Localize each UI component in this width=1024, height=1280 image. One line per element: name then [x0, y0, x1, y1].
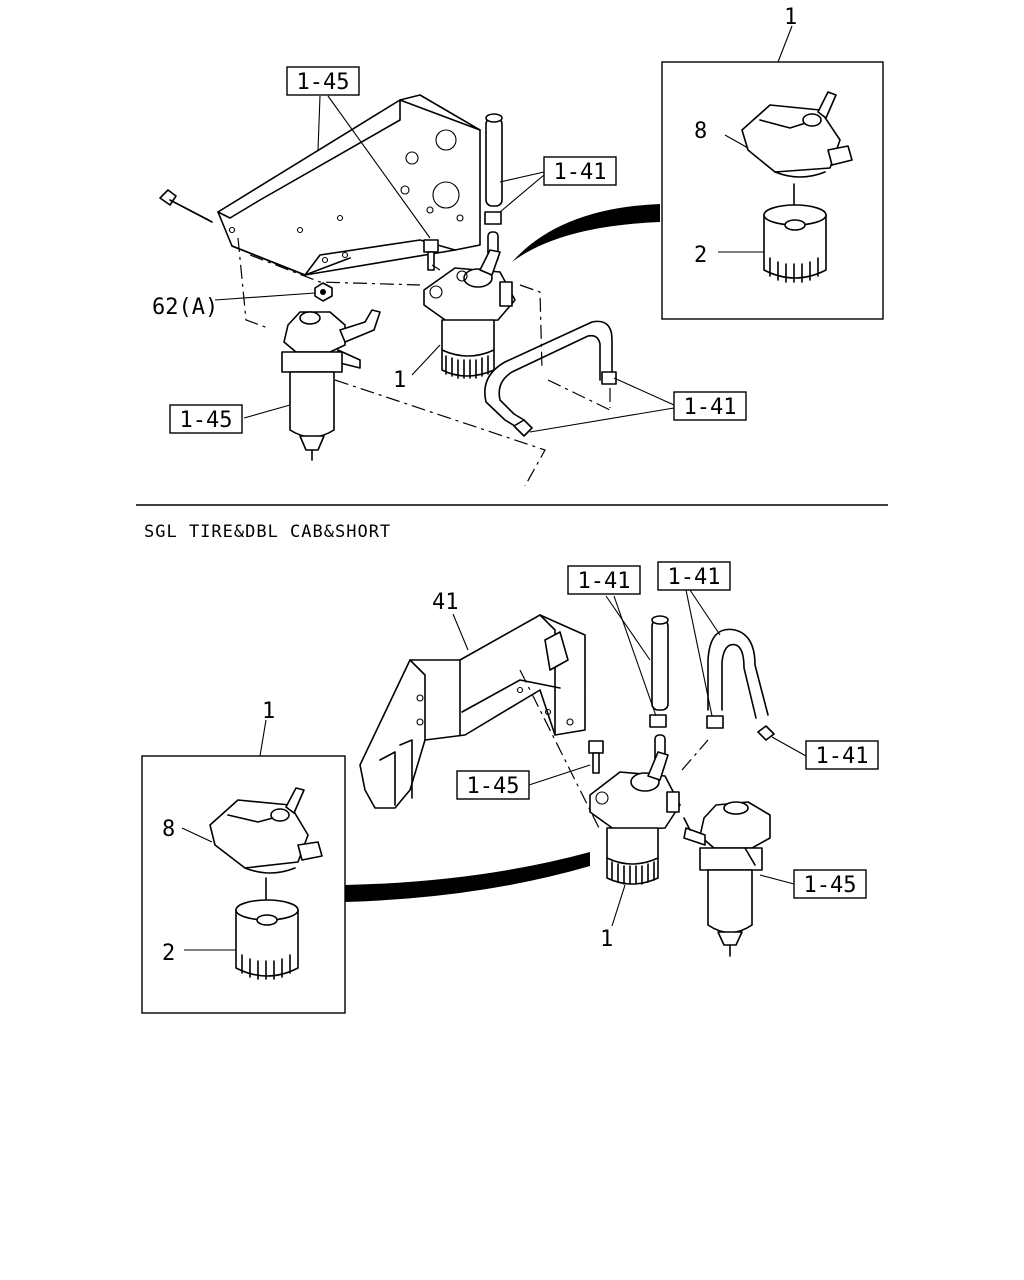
callout-leaders-top: [214, 95, 675, 433]
inset-label-8-bottom: 8: [162, 817, 175, 842]
inset-title-top: 1: [784, 5, 797, 30]
callout-62a: 62(A): [152, 295, 218, 320]
callout-1-45-top: 1-45: [286, 66, 360, 96]
fuel-hose-loop-top: [484, 320, 617, 437]
inset-title-bottom: 1: [262, 699, 275, 724]
leader-inset-bottom-title: [259, 719, 267, 757]
nut-62a: [314, 282, 333, 302]
mounting-bracket-top: [217, 94, 481, 276]
callout-41: 41: [432, 590, 459, 615]
callout-1-45-mid: 1-45: [456, 770, 530, 800]
callout-1-45-left: 1-45: [169, 404, 243, 434]
bolt-bottom: [588, 740, 604, 774]
hose-straight-bottom: [649, 615, 669, 766]
inset-label-8-top: 8: [694, 119, 707, 144]
callout-1-filter-top: 1: [393, 368, 406, 393]
svg-text:1-45: 1-45: [180, 408, 233, 433]
callout-1-41-b: 1-41: [657, 561, 731, 591]
svg-text:1-45: 1-45: [804, 873, 857, 898]
assembly-lines-top: [237, 237, 611, 487]
callout-1-45-right: 1-45: [793, 869, 867, 899]
callout-1-41-upper: 1-41: [543, 156, 617, 186]
section-caption: SGL TIRE&DBL CAB&SHORT: [144, 522, 391, 542]
hose-u-bottom: [706, 628, 775, 741]
mounting-bracket-41: [359, 614, 586, 809]
inset-detail-top: [661, 61, 884, 320]
top-section: 1-45 1-41 62(A) 1 1-45 1-41 1 8 2: [152, 5, 884, 487]
inset-label-2-bottom: 2: [162, 941, 175, 966]
bolt-center-top: [423, 239, 439, 271]
inset-detail-bottom: [141, 755, 346, 1014]
hose-pipe-top: [484, 113, 503, 263]
water-separator-bottom: [683, 801, 771, 957]
detail-arrow-bottom: [345, 852, 590, 902]
callout-leaders-bottom: [452, 589, 807, 927]
bolt-left-top: [159, 189, 213, 223]
callout-1-filter-bottom: 1: [600, 927, 613, 952]
svg-text:1-41: 1-41: [816, 744, 869, 769]
bottom-section: 1-41 1-41 41 1-41 1-45 1-45 1 1 8 2: [141, 561, 879, 1014]
assembly-lines-bottom: [519, 669, 709, 831]
svg-text:1-45: 1-45: [297, 70, 350, 95]
callout-1-41-right: 1-41: [805, 740, 879, 770]
fuel-filter-bottom: [589, 751, 681, 885]
svg-text:1-45: 1-45: [467, 774, 520, 799]
callout-1-41-lower: 1-41: [673, 391, 747, 421]
inset-label-2-top: 2: [694, 243, 707, 268]
svg-text:1-41: 1-41: [684, 395, 737, 420]
fuel-filter-top: [423, 249, 516, 379]
detail-arrow-top: [512, 204, 660, 262]
callout-1-41-a: 1-41: [567, 565, 641, 595]
svg-text:1-41: 1-41: [554, 160, 607, 185]
leader-inset-top-title: [777, 25, 793, 63]
svg-text:1-41: 1-41: [578, 569, 631, 594]
svg-text:1-41: 1-41: [668, 565, 721, 590]
water-separator-top: [281, 309, 381, 461]
